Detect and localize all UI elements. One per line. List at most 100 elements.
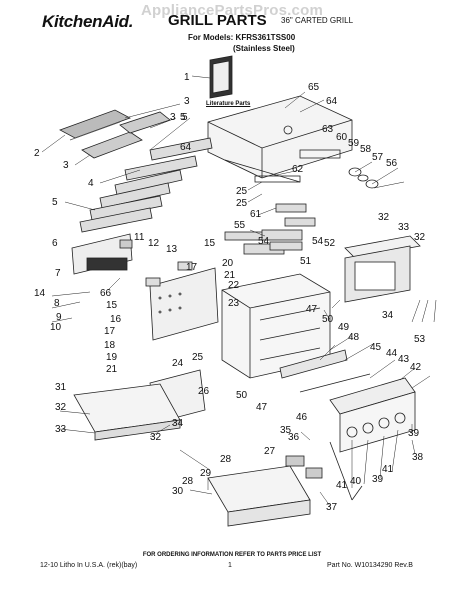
callout-64: 64 (326, 96, 338, 107)
callout-32: 32 (378, 212, 390, 223)
callout-50: 50 (322, 314, 334, 325)
callout-24: 24 (172, 358, 184, 369)
callout-3: 3 (63, 160, 69, 171)
callout-39: 39 (408, 428, 420, 439)
callout-49: 49 (338, 322, 350, 333)
callout-5: 5 (180, 112, 186, 123)
callout-6: 6 (52, 238, 58, 249)
callout-25: 25 (192, 352, 204, 363)
callout-28: 28 (182, 476, 194, 487)
callout-53: 53 (414, 334, 426, 345)
watermark: AppliancePartsPros.com (141, 2, 323, 19)
callout-58: 58 (360, 144, 372, 155)
ordering-note: FOR ORDERING INFORMATION REFER TO PARTS … (142, 552, 322, 558)
callout-33: 33 (55, 424, 67, 435)
literature-booklet (209, 55, 233, 99)
brand-logo: KitchenAid. (42, 12, 134, 31)
callout-23: 23 (228, 298, 240, 309)
callout-50: 50 (236, 390, 248, 401)
callout-56: 56 (386, 158, 398, 169)
callout-47: 47 (306, 304, 318, 315)
callout-7: 7 (55, 268, 61, 279)
callout-4: 4 (88, 178, 94, 189)
callout-26: 26 (198, 386, 210, 397)
side-burner-unit (344, 235, 421, 303)
callout-15: 15 (204, 238, 216, 249)
callout-17: 17 (186, 262, 198, 273)
grill-hood (207, 95, 353, 183)
callout-43: 43 (398, 354, 410, 365)
callout-18: 18 (104, 340, 116, 351)
control-panel (279, 349, 416, 453)
callout-59: 59 (348, 138, 360, 149)
variant-line: (Stainless Steel) (233, 44, 295, 53)
callout-11: 11 (134, 232, 145, 243)
callout-34: 34 (382, 310, 394, 321)
callout-34: 34 (172, 418, 184, 429)
cooking-grates (59, 109, 171, 159)
callout-28: 28 (220, 454, 232, 465)
callout-10: 10 (50, 322, 62, 333)
callout-66: 66 (100, 288, 112, 299)
callout-64: 64 (180, 142, 192, 153)
bottom-shelf (207, 441, 363, 527)
callout-3: 3 (184, 96, 190, 107)
callout-22: 22 (228, 280, 240, 291)
callout-35: 35 (280, 425, 292, 436)
callout-61: 61 (250, 209, 262, 220)
part-number: Part No. W10134290 Rev.B (327, 562, 413, 569)
callout-17: 17 (104, 326, 116, 337)
callout-54: 54 (312, 236, 324, 247)
callout-65: 65 (308, 82, 320, 93)
callout-8: 8 (54, 298, 60, 309)
callout-9: 9 (56, 312, 62, 323)
callout-37: 37 (326, 502, 338, 513)
callout-1: 1 (184, 72, 190, 83)
page-subtitle: 36" CARTED GRILL (281, 16, 354, 25)
callout-32: 32 (414, 232, 426, 243)
callout-14: 14 (34, 288, 46, 299)
callout-19: 19 (106, 352, 118, 363)
callout-16: 16 (110, 314, 122, 325)
callout-41: 41 (382, 464, 394, 475)
callout-52: 52 (324, 238, 336, 249)
callout-3: 3 (170, 112, 176, 123)
callout-41: 41 (336, 480, 348, 491)
callout-27: 27 (264, 446, 276, 457)
callout-32: 32 (55, 402, 67, 413)
callout-33: 33 (398, 222, 410, 233)
leader-lines (41, 75, 437, 507)
burners (224, 203, 316, 255)
callout-45: 45 (370, 342, 382, 353)
callout-42: 42 (410, 362, 422, 373)
hood-hardware (254, 149, 379, 189)
callout-40: 40 (350, 476, 362, 487)
callout-29: 29 (200, 468, 212, 479)
drip-tray-assembly (73, 369, 206, 441)
callout-2: 2 (34, 148, 40, 159)
callout-38: 38 (412, 452, 424, 463)
callout-31: 31 (55, 382, 67, 393)
callout-20: 20 (222, 258, 234, 269)
callout-54: 54 (258, 236, 270, 247)
callout-32: 32 (150, 432, 162, 443)
callout-55: 55 (234, 220, 246, 231)
callout-60: 60 (336, 132, 348, 143)
callout-62: 62 (292, 164, 304, 175)
callout-12: 12 (148, 238, 160, 249)
callout-30: 30 (172, 486, 184, 497)
callout-13: 13 (166, 244, 178, 255)
left-side-panel (71, 233, 219, 341)
literature-parts-label: Literature Parts (206, 101, 251, 107)
litho-line: 12-10 Litho In U.S.A. (rek)(bay) (40, 562, 138, 569)
callout-25: 25 (236, 186, 248, 197)
callout-47: 47 (256, 402, 268, 413)
callout-51: 51 (300, 256, 312, 267)
callout-48: 48 (348, 332, 360, 343)
callout-5: 5 (52, 197, 58, 208)
flavorizer-bars (79, 137, 213, 233)
models-line: For Models: KFRS361TSS00 (188, 33, 296, 42)
callout-39: 39 (372, 474, 384, 485)
